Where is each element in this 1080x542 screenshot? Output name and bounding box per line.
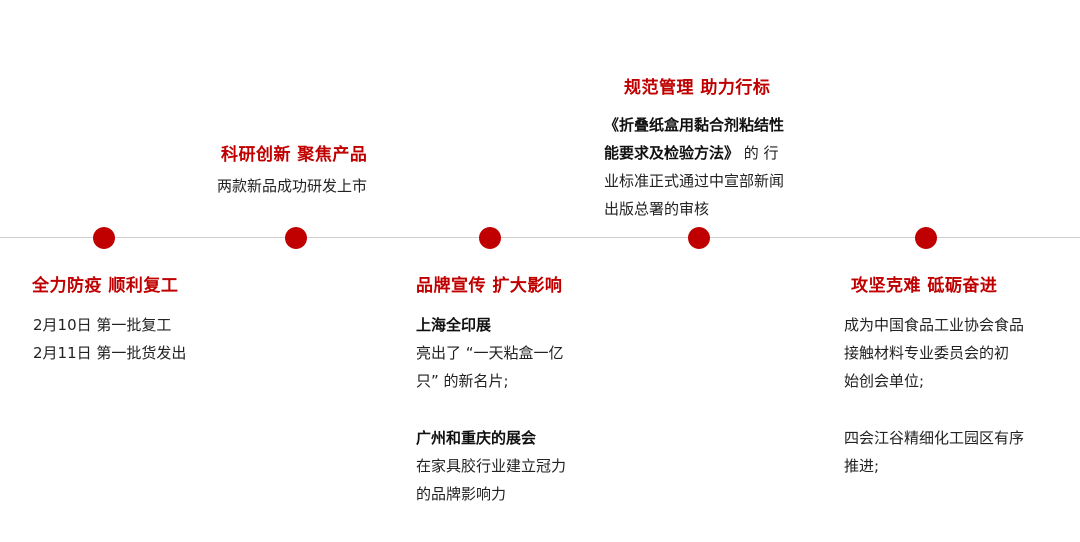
milestone-text-5-group-2: 四会江谷精细化工园区有序 推进; bbox=[844, 424, 1024, 480]
milestone-3-heading: 上海全印展 bbox=[416, 316, 492, 334]
milestone-4-line: 业标准正式通过中宣部新闻 bbox=[604, 172, 785, 190]
milestone-text-2: 两款新品成功研发上市 bbox=[217, 172, 367, 200]
milestone-title-3: 品牌宣传 扩大影响 bbox=[416, 276, 563, 296]
milestone-5-line: 推进; bbox=[844, 457, 880, 475]
milestone-5-line: 成为中国食品工业协会食品 bbox=[844, 316, 1025, 334]
milestone-dot-4 bbox=[688, 227, 710, 249]
milestone-4-line-tail: 的 行 bbox=[739, 144, 779, 162]
milestone-3-line: 亮出了 “一天粘盒一亿 bbox=[416, 344, 564, 362]
milestone-5-line: 始创会单位; bbox=[844, 372, 925, 390]
milestone-dot-2 bbox=[285, 227, 307, 249]
milestone-title-4: 规范管理 助力行标 bbox=[624, 78, 771, 98]
milestone-title-5: 攻坚克难 砥砺奋进 bbox=[851, 276, 998, 296]
milestone-1-line: 2月11日 第一批货发出 bbox=[33, 344, 187, 362]
milestone-3-heading: 广州和重庆的展会 bbox=[416, 429, 537, 447]
milestone-3-line: 只” 的新名片; bbox=[416, 372, 509, 390]
milestone-4-line: 出版总署的审核 bbox=[604, 200, 710, 218]
milestone-title-1: 全力防疫 顺利复工 bbox=[32, 276, 179, 296]
milestone-4-bold-line: 能要求及检验方法》 bbox=[604, 144, 740, 162]
milestone-1-line: 2月10日 第一批复工 bbox=[33, 316, 172, 334]
milestone-title-2: 科研创新 聚焦产品 bbox=[221, 145, 368, 165]
milestone-text-5-group-1: 成为中国食品工业协会食品 接触材料专业委员会的初 始创会单位; bbox=[844, 311, 1024, 395]
milestone-dot-1 bbox=[93, 227, 115, 249]
milestone-dot-5 bbox=[915, 227, 937, 249]
milestone-4-bold-line: 《折叠纸盒用黏合剂粘结性 bbox=[604, 116, 785, 134]
milestone-5-line: 接触材料专业委员会的初 bbox=[844, 344, 1010, 362]
milestone-2-line: 两款新品成功研发上市 bbox=[217, 177, 368, 195]
milestone-dot-3 bbox=[479, 227, 501, 249]
milestone-3-line: 在家具胶行业建立冠力 bbox=[416, 457, 567, 475]
timeline-axis bbox=[0, 237, 1080, 238]
milestone-text-3-group-2: 广州和重庆的展会 在家具胶行业建立冠力 的品牌影响力 bbox=[416, 424, 566, 508]
milestone-5-line: 四会江谷精细化工园区有序 bbox=[844, 429, 1025, 447]
milestone-text-1: 2月10日 第一批复工 2月11日 第一批货发出 bbox=[33, 311, 186, 367]
milestone-text-3-group-1: 上海全印展 亮出了 “一天粘盒一亿 只” 的新名片; bbox=[416, 311, 564, 395]
milestone-text-4: 《折叠纸盒用黏合剂粘结性 能要求及检验方法》 的 行 业标准正式通过中宣部新闻 … bbox=[604, 111, 784, 223]
milestone-3-line: 的品牌影响力 bbox=[416, 485, 507, 503]
